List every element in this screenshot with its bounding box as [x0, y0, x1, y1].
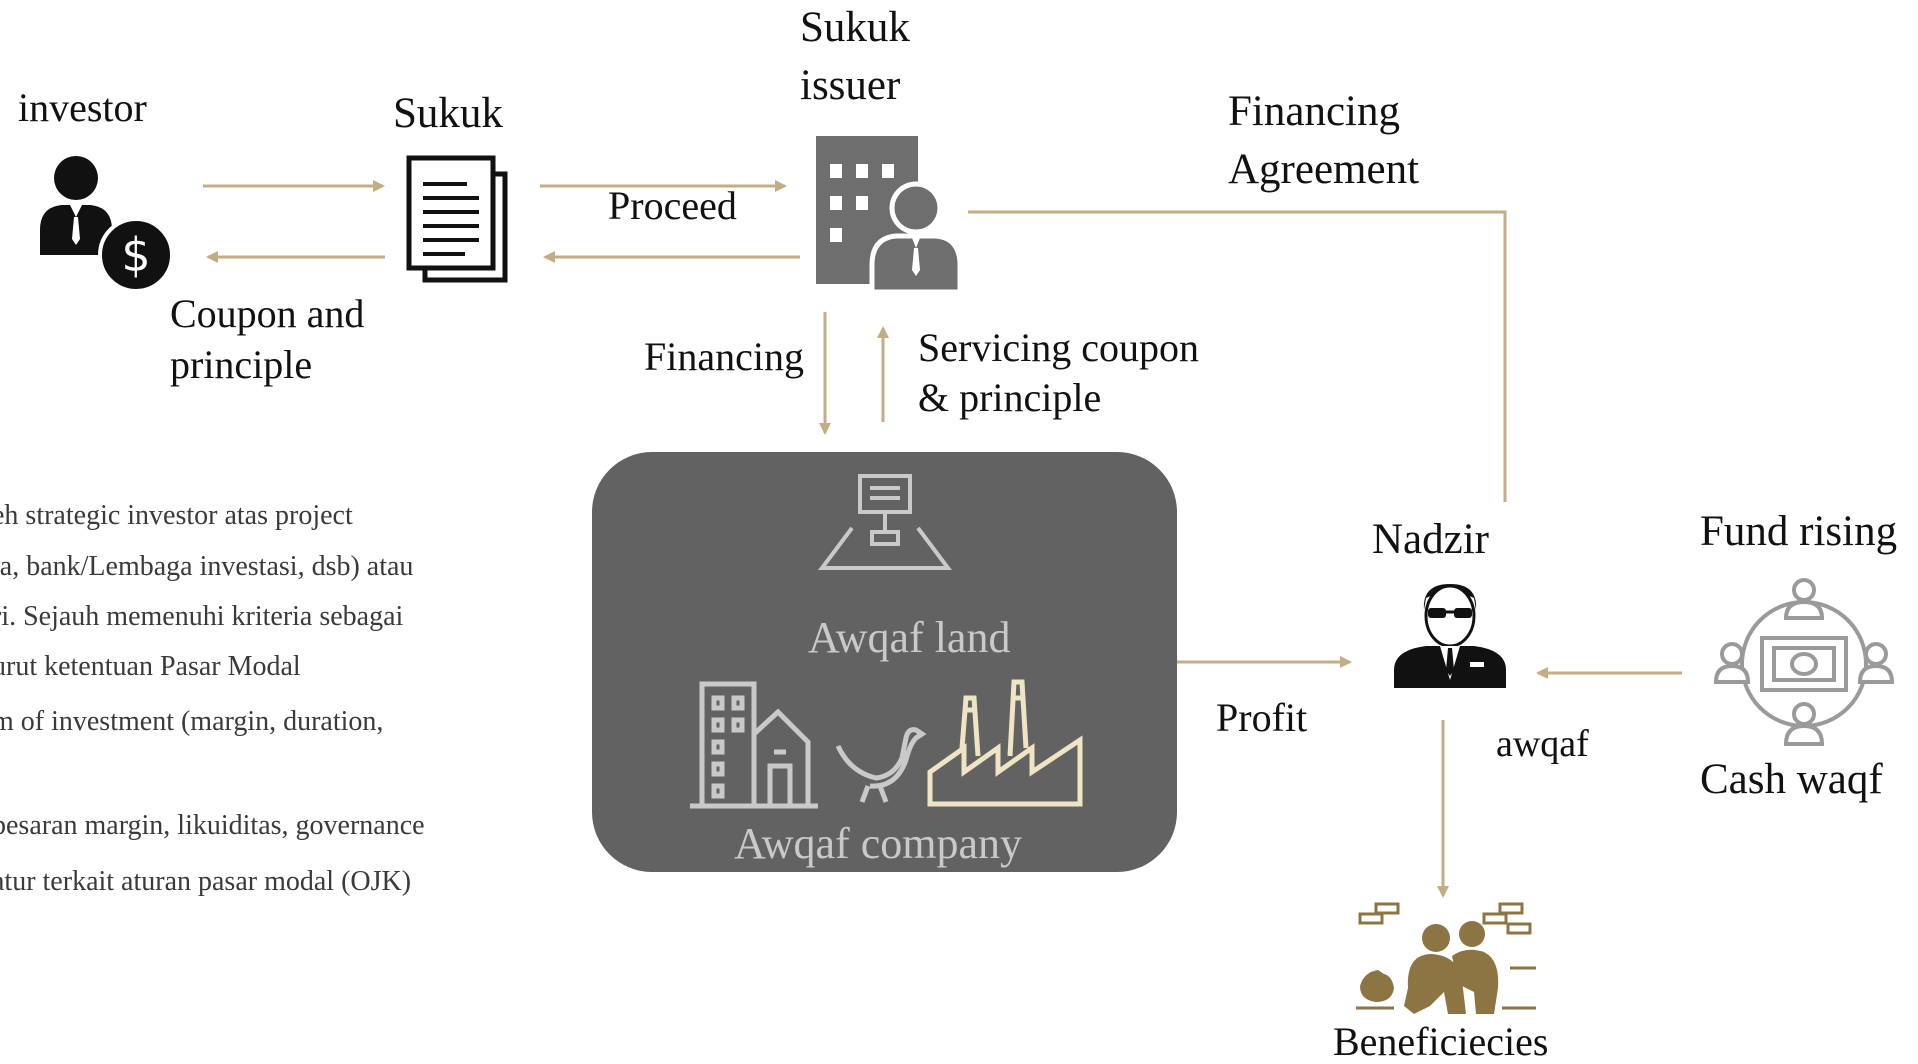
sukuk-issuer-label-line2: issuer [800, 62, 901, 109]
investor-icon: $ [40, 156, 174, 293]
beneficiaries-icon [1356, 902, 1536, 1014]
servicing-label-line2: & principle [918, 375, 1102, 420]
financing-label: Financing [644, 334, 804, 379]
awqaf-company-label: Awqaf company [734, 819, 1022, 868]
coupon-label-line1: Coupon and [170, 291, 365, 336]
investor-label: investor [18, 85, 147, 130]
beneficiaries-label: Beneficiecies [1333, 1019, 1549, 1064]
note-line-3: ri. Sejauh memenuhi kriteria sebagai [0, 601, 404, 632]
sukuk-issuer-label-line1: Sukuk [800, 4, 910, 51]
proceed-label: Proceed [608, 183, 737, 228]
financing-agreement-label-line1: Financing [1228, 88, 1400, 135]
financing-agreement-label-line2: Agreement [1228, 146, 1420, 193]
profit-label: Profit [1216, 695, 1308, 740]
note-line-6: besaran margin, likuiditas, governance [0, 810, 425, 841]
awqaf-land-label: Awqaf land [808, 613, 1011, 662]
fund-rising-label: Fund rising [1700, 508, 1898, 555]
awqaf-company-icon [690, 679, 1083, 809]
note-line-1: eh strategic investor atas project [0, 500, 353, 531]
note-line-5: m of investment (margin, duration, [0, 706, 384, 737]
nadzir-label: Nadzir [1372, 516, 1489, 563]
servicing-label-line1: Servicing coupon [918, 325, 1200, 370]
sukuk-document-icon [406, 155, 508, 283]
note-line-7: atur terkait aturan pasar modal (OJK) [0, 866, 412, 897]
coupon-label-line2: principle [170, 342, 313, 387]
fund-rising-icon [1714, 578, 1894, 746]
sukuk-label: Sukuk [393, 90, 503, 137]
note-line-2: ta, bank/Lembaga investasi, dsb) atau [0, 551, 414, 582]
sukuk-issuer-icon [816, 136, 962, 295]
line-financing-agreement [968, 210, 1507, 502]
awqaf-label: awqaf [1496, 723, 1589, 765]
nadzir-icon [1394, 584, 1506, 688]
cash-waqf-label: Cash waqf [1700, 756, 1883, 803]
awqaf-land-icon [818, 474, 952, 570]
svg-text:$: $ [121, 228, 150, 282]
note-line-4: urut ketentuan Pasar Modal [0, 651, 301, 682]
